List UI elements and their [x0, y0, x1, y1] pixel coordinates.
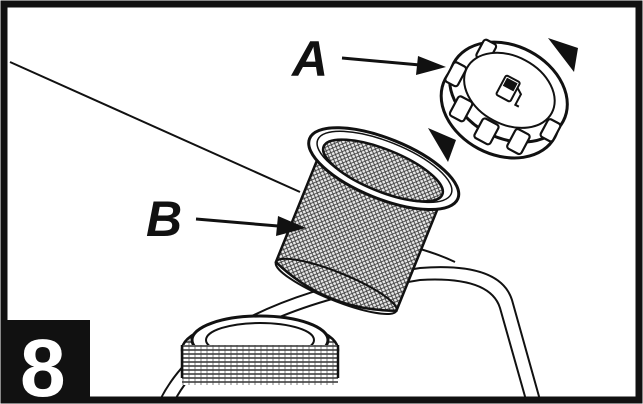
fuel-cap [439, 38, 569, 160]
callout-label-a: A [290, 31, 328, 87]
callout-arrow-a [341, 56, 446, 75]
step-badge [4, 320, 90, 400]
step-number: 8 [20, 323, 66, 404]
rotation-arrow-icon [548, 38, 578, 72]
filler-neck [180, 314, 340, 385]
fuel-strainer [274, 126, 461, 315]
fuel-pump-icon [495, 74, 523, 108]
callout-arrow-b [195, 216, 306, 236]
callout-label-b: B [146, 191, 182, 247]
rotation-arrow-icon [428, 128, 456, 162]
